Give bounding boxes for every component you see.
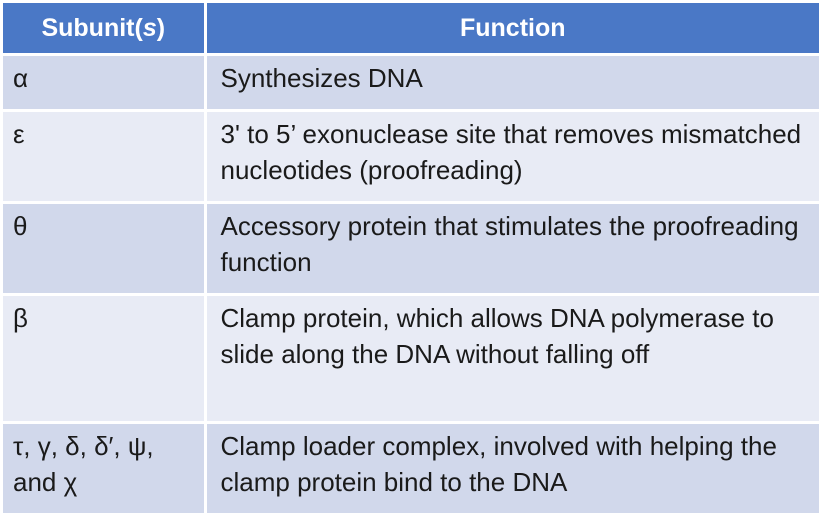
subunit-cell: θ (3, 202, 207, 296)
table-row: α Synthesizes DNA (3, 54, 819, 112)
subunit-cell: ε (3, 110, 207, 204)
table-row: τ, γ, δ, δ′, ψ, and χ Clamp loader compl… (3, 422, 819, 516)
header-subunits-prefix: Subunit( (41, 13, 143, 42)
subunit-function-table: Subunit(s) Function α Synthesizes DNA ε … (3, 3, 819, 516)
subunit-cell: β (3, 294, 207, 424)
table-row: ε 3' to 5’ exonuclease site that removes… (3, 110, 819, 204)
header-subunits: Subunit(s) (3, 3, 207, 56)
header-subunits-italic: s (142, 13, 157, 42)
table-row: β Clamp protein, which allows DNA polyme… (3, 294, 819, 424)
header-subunits-suffix: ) (156, 13, 166, 42)
header-function: Function (205, 3, 819, 56)
function-cell: Synthesizes DNA (205, 54, 819, 112)
function-cell: 3' to 5’ exonuclease site that removes m… (205, 110, 819, 204)
table-header-row: Subunit(s) Function (3, 3, 819, 56)
subunit-cell: α (3, 54, 207, 112)
function-cell: Clamp loader complex, involved with help… (205, 422, 819, 516)
function-cell: Clamp protein, which allows DNA polymera… (205, 294, 819, 424)
subunit-cell: τ, γ, δ, δ′, ψ, and χ (3, 422, 207, 516)
table-row: θ Accessory protein that stimulates the … (3, 202, 819, 296)
function-cell: Accessory protein that stimulates the pr… (205, 202, 819, 296)
